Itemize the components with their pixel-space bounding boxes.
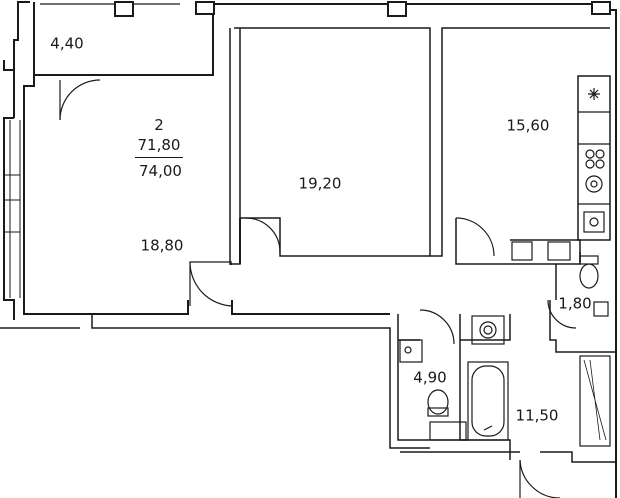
washing-machine-icon	[471, 175, 603, 345]
room-count: 2	[154, 116, 164, 134]
area-label-hallway: 11,50	[515, 406, 559, 425]
kitchen-appliances	[511, 241, 571, 261]
fan-icon	[588, 88, 600, 100]
toilet-icon	[427, 255, 599, 441]
doors	[59, 79, 577, 498]
area-label-bedroom: 19,20	[298, 174, 342, 193]
area-label-balcony: 4,40	[50, 34, 84, 53]
fixtures	[399, 88, 609, 441]
apartment-summary: 2 71,80 74,00	[135, 116, 183, 180]
living-area: 71,80	[135, 138, 183, 158]
bathtub-icon	[467, 361, 509, 441]
area-label-toilet: 1,80	[558, 294, 592, 313]
area-label-kitchen: 15,60	[506, 116, 550, 135]
total-area: 74,00	[139, 162, 182, 180]
area-label-living-room: 18,80	[140, 236, 184, 255]
area-label-bathroom: 4,90	[413, 368, 447, 387]
stove-icon	[585, 149, 605, 169]
sink-icon	[399, 211, 609, 363]
